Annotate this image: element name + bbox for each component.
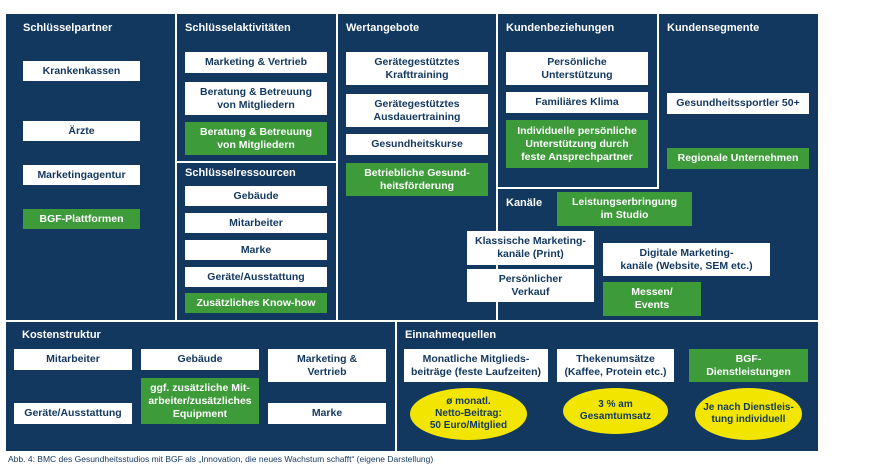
cost-additional-staff-equipment: ggf. zusätzliche Mit- arbeiter/zusätzlic… xyxy=(141,378,259,424)
channels-title: Kanäle xyxy=(506,197,543,209)
activity-member-support: Beratung & Betreuung von Mitgliedern xyxy=(185,82,327,115)
figure-caption: Abb. 4: BMC des Gesundheitsstudios mit B… xyxy=(8,454,434,464)
channel-classic-marketing: Klassische Marketing- kanäle (Print) xyxy=(467,231,594,265)
partner-doctors: Ärzte xyxy=(23,121,140,141)
resource-brand: Marke xyxy=(185,240,327,260)
revenue-streams-title: Einnahmequellen xyxy=(405,329,497,341)
divider xyxy=(395,322,397,451)
key-partners-title: Schlüsselpartner xyxy=(23,22,113,34)
value-strength-training: Gerätegestütztes Krafttraining xyxy=(346,52,488,85)
channel-digital-marketing: Digitale Marketing- kanäle (Website, SEM… xyxy=(603,243,770,276)
activity-member-support-new: Beratung & Betreuung von Mitgliedern xyxy=(185,122,327,155)
cost-marketing-sales: Marketing & Vertrieb xyxy=(268,349,386,382)
revenue-counter-estimate: 3 % am Gesamtumsatz xyxy=(563,388,668,434)
revenue-counter-sales: Thekenumsätze (Kaffee, Protein etc.) xyxy=(557,349,674,382)
divider xyxy=(177,161,336,163)
divider xyxy=(6,320,818,322)
value-endurance-training: Gerätegestütztes Ausdauertraining xyxy=(346,94,488,127)
cost-equipment: Geräte/Ausstattung xyxy=(14,403,132,424)
value-propositions-title: Wertangebote xyxy=(346,22,420,34)
resource-equipment: Geräte/Ausstattung xyxy=(185,267,327,287)
channel-personal-sales: Persönlicher Verkauf xyxy=(467,269,594,302)
resource-staff: Mitarbeiter xyxy=(185,213,327,233)
divider xyxy=(496,14,498,321)
revenue-membership-estimate: ø monatl. Netto-Beitrag: 50 Euro/Mitglie… xyxy=(410,388,527,440)
customer-segments-title: Kundensegmente xyxy=(667,22,760,34)
divider xyxy=(336,14,338,321)
customer-relationships-title: Kundenbeziehungen xyxy=(506,22,615,34)
divider xyxy=(657,14,659,189)
relationship-personal-support: Persönliche Unterstützung xyxy=(506,52,648,85)
cost-staff: Mitarbeiter xyxy=(14,349,132,370)
revenue-bgf-services: BGF- Dienstleistungen xyxy=(689,349,808,382)
partner-bgf-platforms: BGF-Plattformen xyxy=(23,209,140,229)
partner-health-insurers: Krankenkassen xyxy=(23,61,140,81)
resource-building: Gebäude xyxy=(185,186,327,206)
cost-brand: Marke xyxy=(268,403,386,424)
revenue-membership-fees: Monatliche Mitglieds- beiträge (feste La… xyxy=(404,349,548,382)
cost-structure-title: Kostenstruktur xyxy=(22,329,101,341)
divider xyxy=(175,14,177,321)
key-activities-title: Schlüsselaktivitäten xyxy=(185,22,291,34)
partner-marketing-agency: Marketingagentur xyxy=(23,165,140,185)
relationship-dedicated-contact: Individuelle persönliche Unterstützung d… xyxy=(506,120,648,168)
activity-marketing-sales: Marketing & Vertrieb xyxy=(185,52,327,73)
cost-building: Gebäude xyxy=(141,349,259,370)
revenue-bgf-estimate: Je nach Dienstleis- tung individuell xyxy=(695,388,802,440)
channel-fairs-events: Messen/ Events xyxy=(603,282,701,316)
segment-health-athletes: Gesundheitssportler 50+ xyxy=(667,93,809,114)
value-health-courses: Gesundheitskurse xyxy=(346,134,488,155)
segment-regional-companies: Regionale Unternehmen xyxy=(667,148,809,169)
divider xyxy=(498,187,659,189)
resource-know-how: Zusätzliches Know-how xyxy=(185,293,327,313)
key-resources-title: Schlüsselressourcen xyxy=(185,167,296,179)
relationship-family-climate: Familiäres Klima xyxy=(506,92,648,113)
value-corporate-health: Betriebliche Gesund- heitsförderung xyxy=(346,163,488,196)
channel-in-studio: Leistungserbringung im Studio xyxy=(557,192,692,226)
